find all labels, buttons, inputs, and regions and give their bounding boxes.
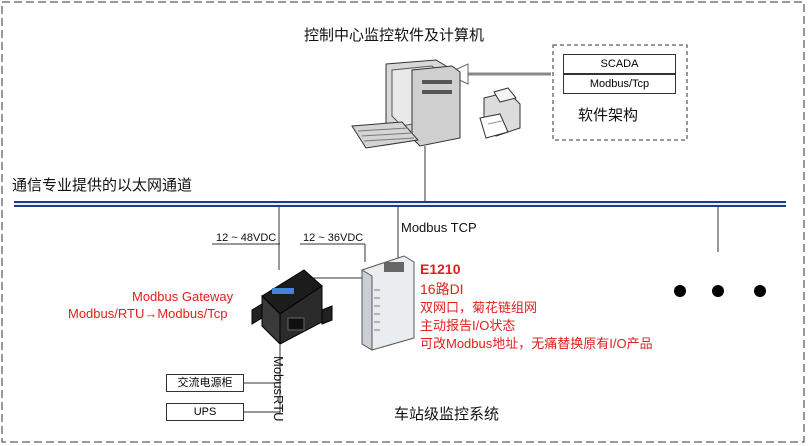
io-feature-2: 双网口，菊花链组网 [420,300,538,315]
printer-icon [479,87,521,139]
gateway-name-label: Modbus Gateway [132,289,234,304]
io-feature-1: 16路DI [420,281,464,297]
more-device-dot [712,285,724,297]
software-to-computer-arrow [444,63,551,85]
io-feature-4: 可改Modbus地址，无痛替换原有I/O产品 [420,336,653,351]
io-voltage-label: 12 ~ 36VDC [303,232,364,244]
scada-box: SCADA [563,54,676,74]
more-device-dot [674,285,686,297]
ethernet-channel-label: 通信专业提供的以太网通道 [12,177,193,194]
station-monitoring-label: 车站级监控系统 [394,406,500,423]
modbus-gateway-device [251,269,333,346]
io-model-label: E1210 [420,261,461,277]
more-device-dot [754,285,766,297]
computer-icon [351,59,461,149]
ethernet-bus [14,201,786,207]
software-architecture-label: 软件架构 [578,107,639,124]
e1210-io-module [361,255,415,351]
gateway-voltage-label: 12 ~ 48VDC [216,232,277,244]
ups-box: UPS [166,403,244,421]
gateway-protocol-label: Modbus/RTU→Modbus/Tcp [68,306,228,321]
modbus-tcp-label: Modbus TCP [401,220,477,235]
control-center-title: 控制中心监控软件及计算机 [304,27,485,44]
modbus-tcp-box: Modbus/Tcp [563,74,676,94]
software-architecture-frame [552,44,688,141]
ac-power-cabinet-box: 交流电源柜 [166,374,244,392]
serial-protocol-label: MobusRTU [271,356,286,422]
io-feature-3: 主动报告I/O状态 [420,318,516,333]
